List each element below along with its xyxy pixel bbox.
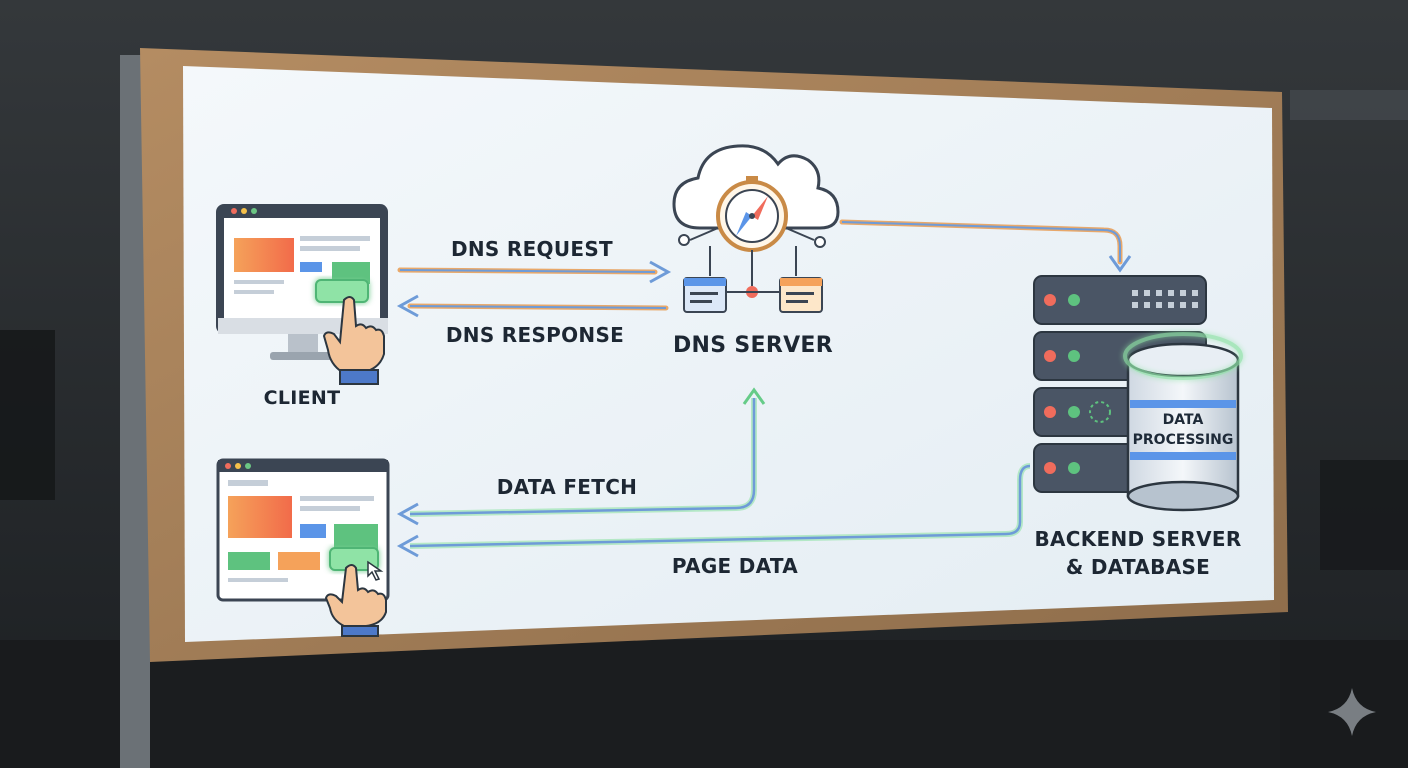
database-icon xyxy=(1123,332,1243,512)
data-fetch-label: DATA FETCH xyxy=(497,475,637,499)
board-surface xyxy=(183,66,1274,642)
compass-icon xyxy=(716,176,788,252)
pointing-hand-icon-bottom xyxy=(324,564,387,637)
dns-server-label: DNS SERVER xyxy=(673,333,833,358)
browser-window-left-icon xyxy=(683,277,727,313)
background-shelf xyxy=(1290,90,1408,120)
backend-label-line1: BACKEND SERVER xyxy=(1034,527,1241,551)
network-nodes-icon xyxy=(678,227,826,298)
page-data-label: PAGE DATA xyxy=(672,554,798,578)
sparkle-icon xyxy=(1328,688,1376,736)
background-monitor-right xyxy=(1320,460,1408,570)
db-label-line2: PROCESSING xyxy=(1133,432,1234,448)
dns-response-arrow xyxy=(396,294,669,318)
background-monitor-left xyxy=(0,330,55,500)
dns-response-label: DNS RESPONSE xyxy=(446,323,624,347)
client-label: CLIENT xyxy=(264,387,341,409)
dns-request-arrow xyxy=(397,260,672,284)
page-data-arrow xyxy=(396,463,1031,558)
browser-window-right-icon xyxy=(779,277,823,313)
result-page-icon xyxy=(216,458,390,602)
data-fetch-arrow xyxy=(396,387,766,526)
db-label-line1: DATA xyxy=(1163,412,1204,428)
backend-label-line2: & DATABASE xyxy=(1066,555,1210,579)
dns-to-backend-arrow xyxy=(839,219,1132,273)
board-base-cabinet xyxy=(150,640,1280,768)
pointing-hand-icon xyxy=(322,296,385,385)
dns-request-label: DNS REQUEST xyxy=(451,237,613,261)
